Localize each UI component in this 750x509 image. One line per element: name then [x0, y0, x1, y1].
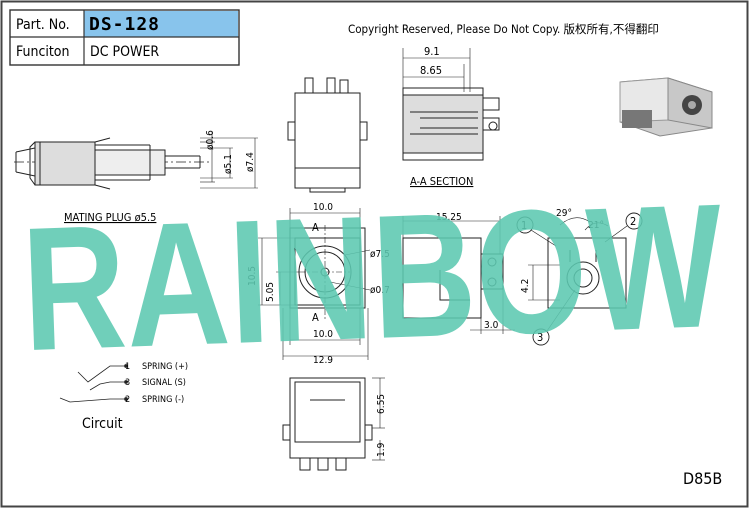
rear-dim-1: 21°	[588, 220, 604, 231]
front-dim-1: 10.5	[247, 266, 258, 286]
section-dim-1: 8.65	[420, 64, 442, 77]
front-view-drawing	[258, 208, 371, 360]
pin-label-2: SPRING (-)	[142, 395, 184, 405]
front-dim-0: 10.0	[313, 202, 333, 213]
pin-num-1: 3	[125, 378, 130, 388]
circuit-diagram	[59, 364, 128, 403]
section-mark-top: A	[312, 221, 319, 234]
side-dim-0: 15.25	[436, 212, 462, 223]
mating-plug-label: MATING PLUG ø5.5	[64, 211, 156, 224]
part-no-value: DS-128	[89, 14, 160, 35]
top-view-drawing	[287, 77, 368, 193]
product-photo	[619, 77, 713, 137]
function-label: Funciton	[16, 44, 70, 60]
front-dim-3: ø7.5	[370, 249, 390, 260]
section-mark-bottom: A	[312, 311, 319, 324]
front-dim-4: ø0.7	[370, 285, 390, 296]
plug-dim-0: ø0.6	[205, 130, 216, 150]
callout-1: 1	[521, 219, 527, 232]
title-block: Part. No. DS-128 Funciton DC POWER	[9, 9, 240, 66]
circuit-title: Circuit	[82, 416, 123, 432]
bottom-dim-1: 1.9	[376, 442, 387, 457]
drawing-code: D85B	[683, 469, 722, 488]
section-dim-0: 9.1	[424, 45, 440, 58]
rainbow-watermark: RAINBOW	[19, 168, 725, 388]
front-dim-5: 10.0	[313, 329, 333, 340]
pin-num-2: 2	[125, 395, 130, 405]
front-dim-2: 5.05	[265, 282, 276, 302]
section-view-drawing	[402, 48, 500, 161]
rear-dim-2: 4.2	[520, 279, 531, 293]
rear-view-drawing	[516, 212, 643, 346]
section-label: A-A SECTION	[410, 175, 473, 188]
function-value: DC POWER	[90, 44, 159, 60]
callout-2: 2	[630, 215, 636, 228]
plug-dim-1: ø5.1	[223, 154, 234, 174]
callout-3: 3	[537, 331, 543, 344]
pin-num-0: 1	[125, 362, 130, 372]
pin-label-1: SIGNAL (S)	[142, 378, 186, 388]
side-view-drawing	[402, 216, 515, 334]
part-no-label: Part. No.	[16, 17, 70, 33]
plug-dim-2: ø7.4	[245, 152, 256, 172]
part-no-highlight	[84, 11, 238, 37]
front-dim-6: 12.9	[313, 355, 333, 366]
bottom-dim-0: 6.55	[376, 394, 387, 414]
copyright-notice: Copyright Reserved, Please Do Not Copy. …	[348, 22, 659, 36]
bottom-view-drawing	[282, 377, 385, 471]
pin-label-0: SPRING (+)	[142, 362, 188, 372]
rear-dim-0: 29°	[556, 208, 572, 219]
side-dim-1: 3.0	[484, 320, 499, 331]
mating-plug-drawing	[14, 132, 258, 190]
